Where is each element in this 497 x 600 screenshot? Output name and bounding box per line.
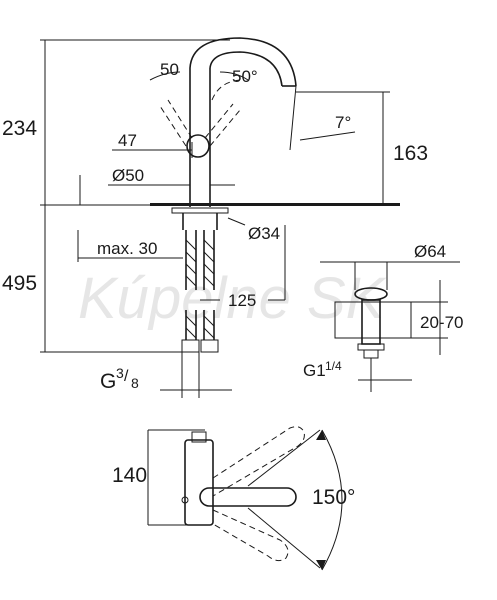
dim-waste-thread: G1 1/4 bbox=[303, 359, 342, 380]
dim-lever-rotation: 150° bbox=[312, 486, 355, 509]
svg-text:8: 8 bbox=[131, 375, 139, 391]
svg-text:/: / bbox=[124, 368, 129, 385]
dim-height-spout: 163 bbox=[393, 142, 428, 165]
dim-lever-offset: 47 bbox=[118, 131, 137, 150]
dim-spout-tilt: 7° bbox=[335, 113, 351, 132]
dim-hose-offset: 125 bbox=[228, 291, 256, 310]
svg-text:3: 3 bbox=[116, 365, 124, 381]
dim-waste-diameter: Ø64 bbox=[414, 242, 446, 261]
dim-swivel-right: 50° bbox=[232, 67, 258, 86]
dim-deck-thickness: max. 30 bbox=[97, 239, 157, 258]
dimension-lines bbox=[40, 39, 390, 398]
dim-height-total: 234 bbox=[2, 117, 37, 140]
dim-hole-diameter: Ø34 bbox=[248, 224, 280, 243]
svg-text:G: G bbox=[100, 370, 116, 393]
dim-body-diameter: Ø50 bbox=[112, 166, 144, 185]
faucet-side-view bbox=[150, 37, 400, 353]
svg-text:G1: G1 bbox=[303, 361, 326, 380]
dim-swivel-left: 50 bbox=[160, 60, 179, 79]
dim-height-below-deck: 495 bbox=[2, 272, 37, 295]
dim-lever-reach: 140 bbox=[112, 464, 147, 487]
svg-text:1/4: 1/4 bbox=[325, 359, 342, 373]
dim-waste-range: 20-70 bbox=[420, 313, 463, 332]
waste-fitting bbox=[320, 261, 460, 392]
faucet-top-view bbox=[147, 426, 343, 571]
dim-connection-thread: G 3 / 8 bbox=[100, 365, 139, 393]
